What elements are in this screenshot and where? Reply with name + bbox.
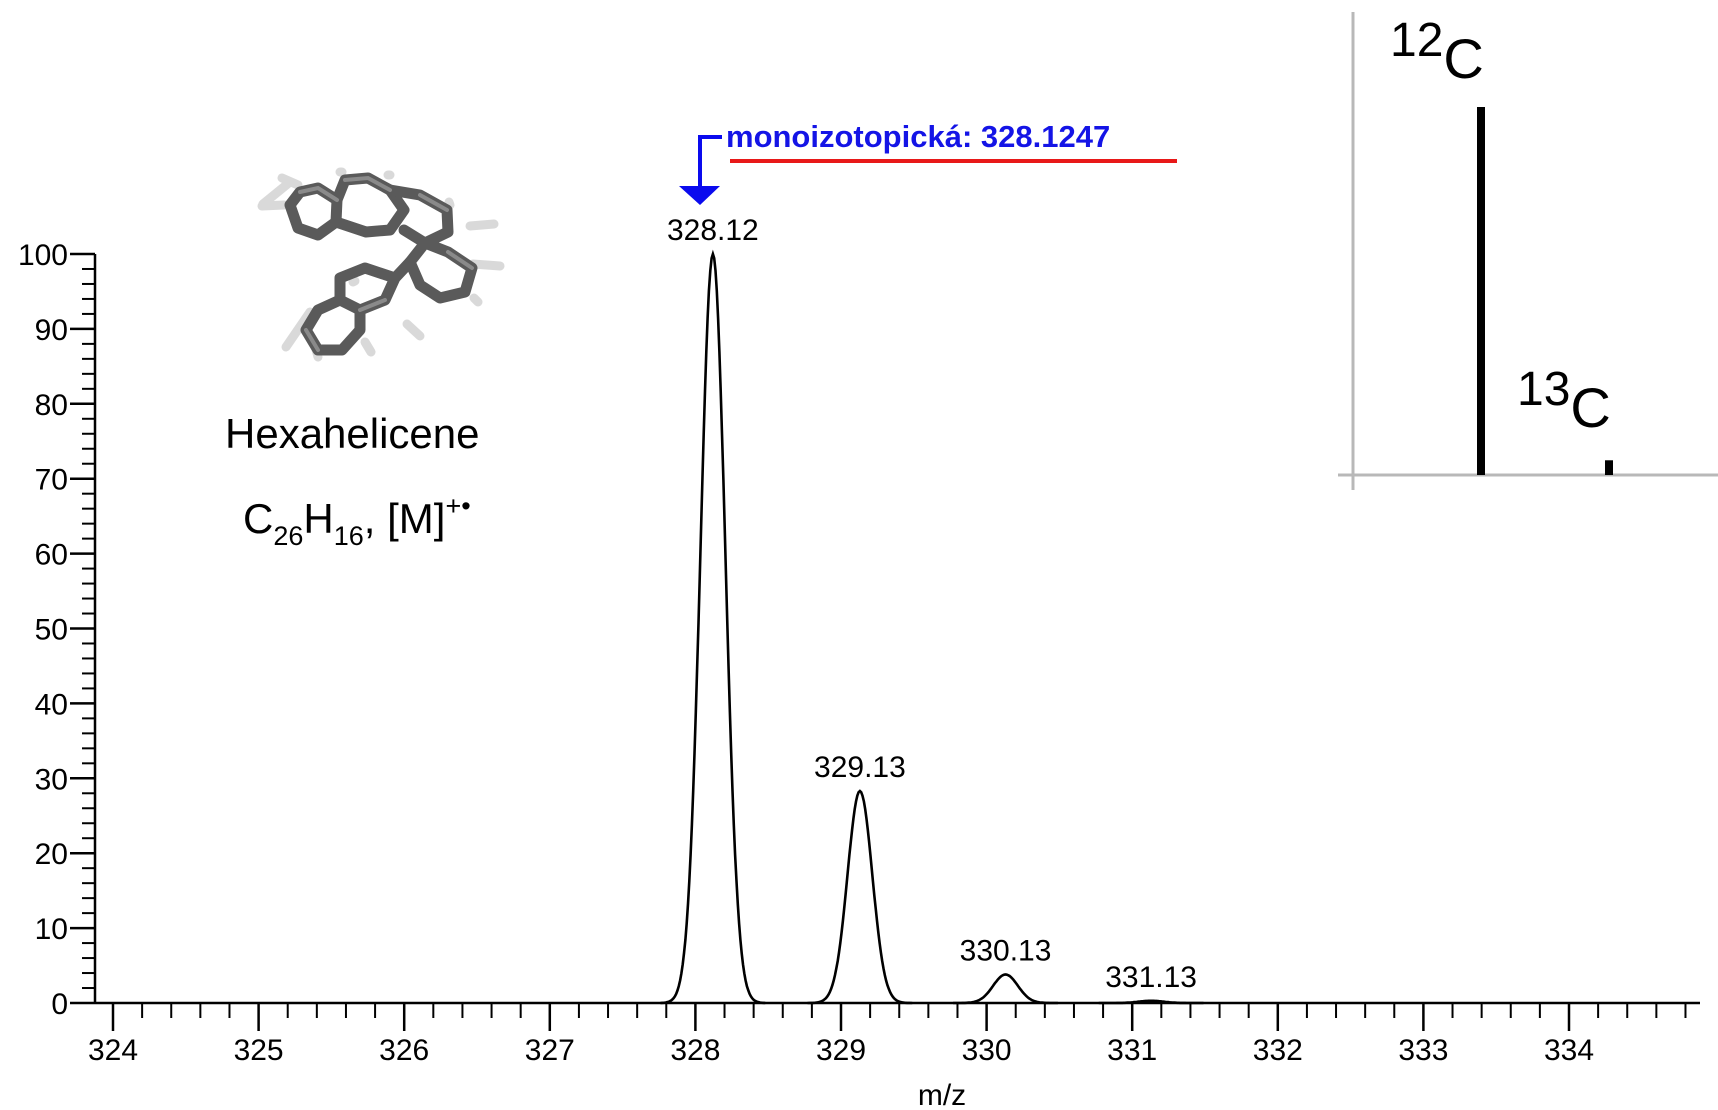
inset-label-c13: 13C — [1517, 363, 1611, 439]
x-tick-label: 330 — [962, 1034, 1012, 1067]
x-axis-label: m/z — [918, 1079, 966, 1110]
peak-label: 328.12 — [667, 214, 759, 247]
formula-charge-superscript: +• — [445, 491, 470, 521]
annotation-arrow-line — [698, 135, 722, 186]
y-tick-label: 90 — [35, 314, 68, 347]
spectrum-peak — [807, 789, 913, 1005]
x-tick-label: 327 — [525, 1034, 575, 1067]
y-tick-label: 70 — [35, 464, 68, 497]
spectrum-peak — [660, 249, 766, 1005]
isotope-inset: 12C 13C — [1338, 12, 1718, 490]
x-tick-label: 326 — [379, 1034, 429, 1067]
down-arrow-icon — [679, 186, 720, 205]
x-tick-label: 332 — [1253, 1034, 1303, 1067]
y-tick-label: 80 — [35, 389, 68, 422]
formula-carbon-subscript: 26 — [273, 521, 303, 551]
peaks-layer — [660, 249, 1204, 1005]
x-tick-label: 324 — [88, 1034, 138, 1067]
y-tick-label: 0 — [51, 988, 68, 1021]
spectrum-peak — [953, 973, 1058, 1005]
compound-name: Hexahelicene — [225, 410, 480, 457]
compound-formula: C26H16, [M]+• — [243, 491, 471, 551]
c13-symbol: C — [1570, 376, 1610, 439]
hexahelicene-molecule-icon — [257, 167, 505, 362]
x-tick-label: 331 — [1107, 1034, 1157, 1067]
x-tick-label: 325 — [234, 1034, 284, 1067]
y-tick-label: 40 — [35, 688, 68, 721]
x-tick-label: 334 — [1544, 1034, 1594, 1067]
y-tick-label: 30 — [35, 763, 68, 796]
monoisotopic-label: monoizotopická: 328.1247 — [726, 119, 1110, 154]
formula-carbon: C — [243, 495, 273, 542]
peak-label: 330.13 — [960, 935, 1052, 968]
peak-labels-layer: 328.12 329.13 330.13 331.13 — [667, 214, 1197, 994]
y-tick-label: 100 — [18, 239, 68, 272]
spectrum-peak — [1098, 999, 1204, 1005]
x-tick-label: 328 — [670, 1034, 720, 1067]
formula-hydrogen: H — [303, 495, 333, 542]
y-tick-label: 60 — [35, 539, 68, 572]
peak-label: 329.13 — [814, 751, 906, 784]
c13-mass-number: 13 — [1517, 363, 1570, 416]
formula-ion: , [M] — [364, 495, 446, 542]
y-tick-label: 50 — [35, 614, 68, 647]
monoisotopic-annotation: monoizotopická: 328.1247 — [679, 119, 1177, 205]
inset-label-c12: 12C — [1390, 14, 1484, 90]
y-tick-label: 20 — [35, 838, 68, 871]
x-ticks: 324 325 326 327 328 329 330 331 332 333 334 — [88, 1003, 1687, 1067]
peak-label: 331.13 — [1105, 961, 1197, 994]
c12-symbol: C — [1443, 27, 1483, 90]
c12-mass-number: 12 — [1390, 14, 1443, 67]
formula-hydrogen-subscript: 16 — [334, 521, 364, 551]
x-tick-label: 333 — [1398, 1034, 1448, 1067]
x-tick-label: 329 — [816, 1034, 866, 1067]
y-ticks: 0 10 20 30 40 50 60 70 80 90 100 — [18, 239, 95, 1021]
y-tick-label: 10 — [35, 913, 68, 946]
